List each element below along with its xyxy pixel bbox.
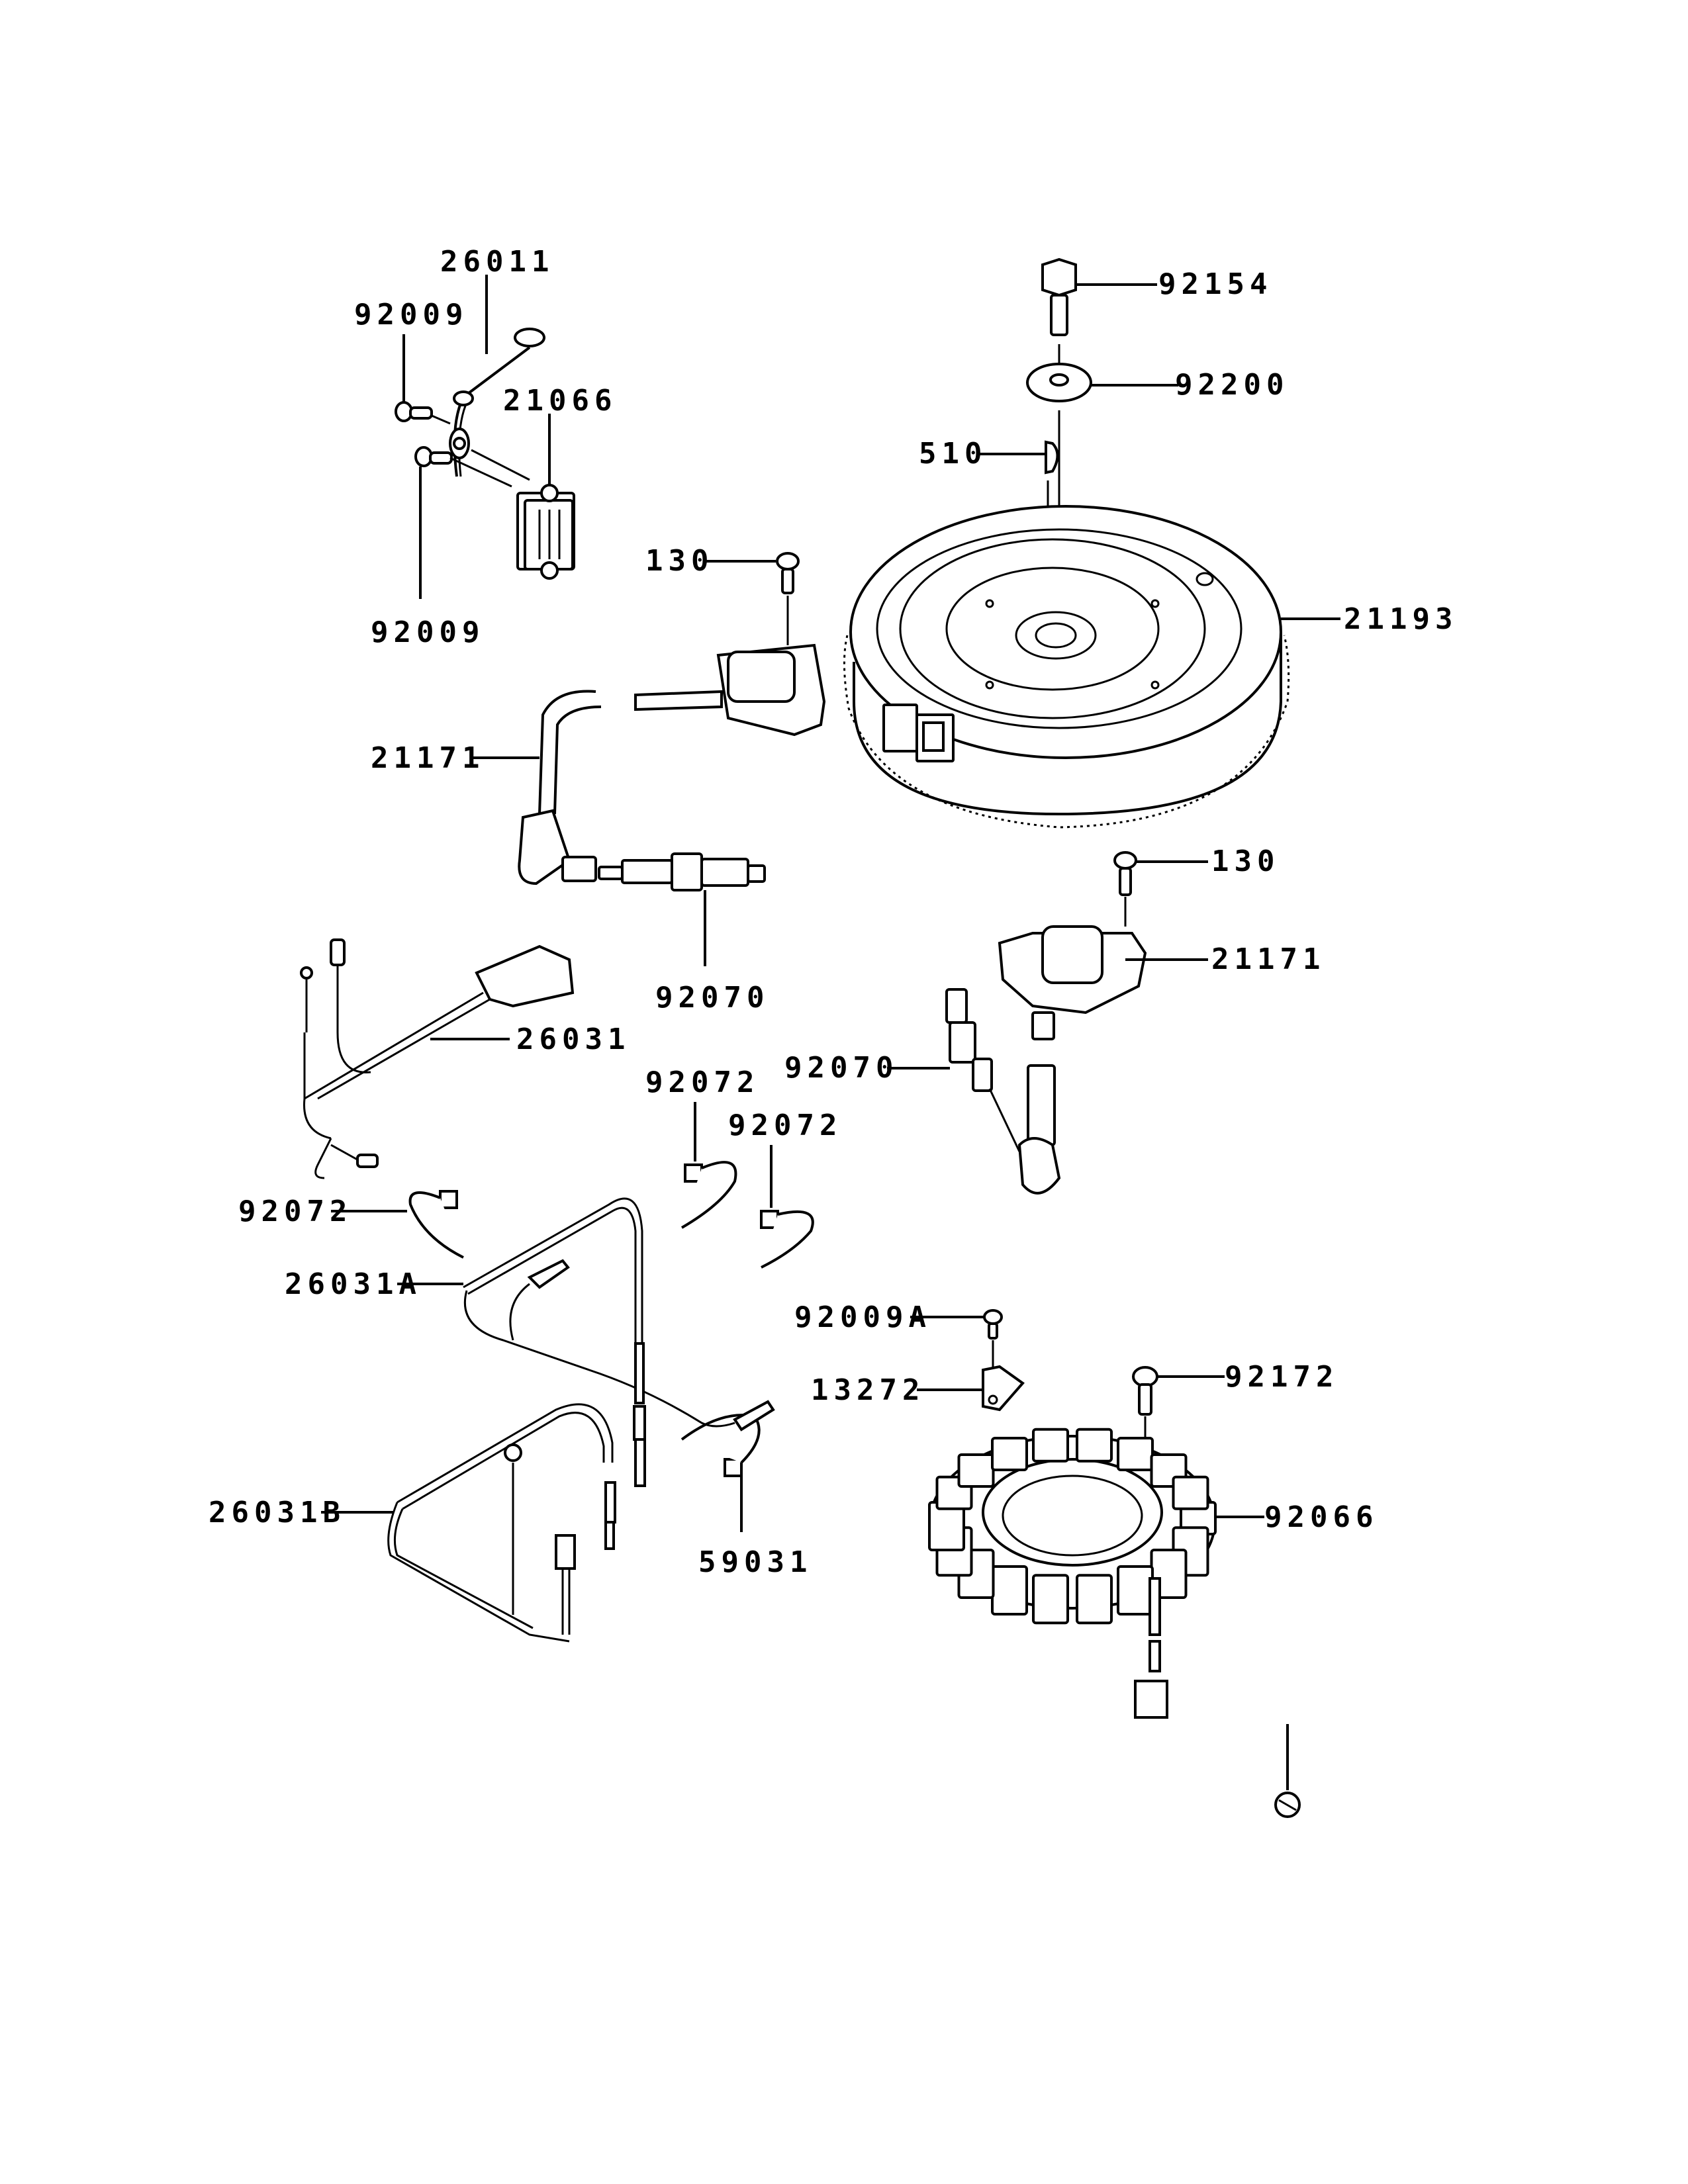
stator-tooth <box>1032 1574 1069 1625</box>
spark-plug-92070-right[interactable] <box>945 988 1021 1152</box>
label-130-top[interactable]: 130 <box>645 544 714 578</box>
stator-tooth <box>1032 1428 1069 1463</box>
cable-tie-92072-c[interactable] <box>760 1210 814 1269</box>
screw-92009-top[interactable] <box>395 401 451 425</box>
regulator-21066[interactable] <box>516 484 575 580</box>
ignition-coil-21171-right[interactable] <box>998 925 1147 1195</box>
wiring-harness-26031[interactable] <box>300 938 575 1179</box>
label-26011[interactable]: 26011 <box>440 245 554 279</box>
label-92072-c[interactable]: 92072 <box>728 1109 842 1142</box>
label-92072-a[interactable]: 92072 <box>238 1195 352 1228</box>
label-92009-bottom[interactable]: 92009 <box>371 615 485 649</box>
screw-92009A[interactable] <box>983 1309 1003 1340</box>
cable-tie-92072-a[interactable] <box>408 1190 464 1259</box>
lead-wire-26011[interactable] <box>449 328 545 477</box>
label-510[interactable]: 510 <box>919 437 987 471</box>
label-92072-b[interactable]: 92072 <box>645 1066 759 1099</box>
label-59031[interactable]: 92066 <box>1264 1500 1378 1534</box>
label-21171-left[interactable]: 21171 <box>371 741 485 775</box>
bolt-130-top[interactable] <box>776 552 800 594</box>
bolt-130-right[interactable] <box>1113 851 1137 896</box>
label-92009-top[interactable]: 92009 <box>354 298 468 332</box>
plate-13272[interactable] <box>982 1365 1025 1412</box>
label-21171-right[interactable]: 21171 <box>1211 942 1325 976</box>
flywheel-21193[interactable] <box>843 505 1290 829</box>
stator-tooth <box>1172 1475 1209 1510</box>
stator-tooth <box>991 1437 1028 1471</box>
plug-92066[interactable] <box>1274 1792 1301 1818</box>
label-130-right[interactable]: 130 <box>1211 844 1280 878</box>
label-26031[interactable]: 26031 <box>516 1023 630 1056</box>
stator-tooth <box>1076 1574 1113 1625</box>
stator-tooth <box>1076 1428 1113 1463</box>
screw-92009-bottom[interactable] <box>414 446 453 467</box>
label-92070-left[interactable]: 92070 <box>655 981 769 1015</box>
wiring-harness-26031B[interactable] <box>387 1403 616 1643</box>
label-26031B[interactable]: 26031B <box>209 1496 346 1529</box>
washer-92200[interactable] <box>1026 363 1092 402</box>
label-92072-d[interactable]: 59031 <box>698 1545 812 1579</box>
assembly-line <box>471 449 530 481</box>
label-21066[interactable]: 21066 <box>503 384 617 418</box>
stator-tooth <box>1117 1437 1154 1471</box>
woodruff-key-510[interactable] <box>1045 440 1059 475</box>
stator-tooth <box>991 1565 1028 1615</box>
label-26031A[interactable]: 26031A <box>285 1267 422 1301</box>
label-92070-right[interactable]: 92070 <box>784 1051 898 1085</box>
spark-plug-92070-left[interactable] <box>598 852 766 891</box>
label-92200[interactable]: 92200 <box>1175 368 1289 402</box>
stator-tooth <box>1117 1565 1154 1615</box>
label-21193[interactable]: 21193 <box>1344 602 1458 636</box>
label-13272[interactable]: 13272 <box>811 1373 925 1407</box>
assembly-line <box>449 457 512 488</box>
screw-92172[interactable] <box>1132 1366 1158 1416</box>
wiring-harness-26031A[interactable] <box>463 1197 775 1487</box>
cable-tie-92072-b[interactable] <box>680 1161 737 1229</box>
ignition-coil-21171-left[interactable] <box>518 643 826 886</box>
label-92154[interactable]: 92154 <box>1158 267 1272 301</box>
label-92172[interactable]: 92172 <box>1225 1360 1338 1394</box>
flywheel-bolt-92154[interactable] <box>1041 257 1077 336</box>
label-92009A[interactable]: 92009A <box>794 1300 931 1334</box>
stator-tooth <box>957 1453 995 1488</box>
stator-59031[interactable] <box>928 1428 1217 1719</box>
